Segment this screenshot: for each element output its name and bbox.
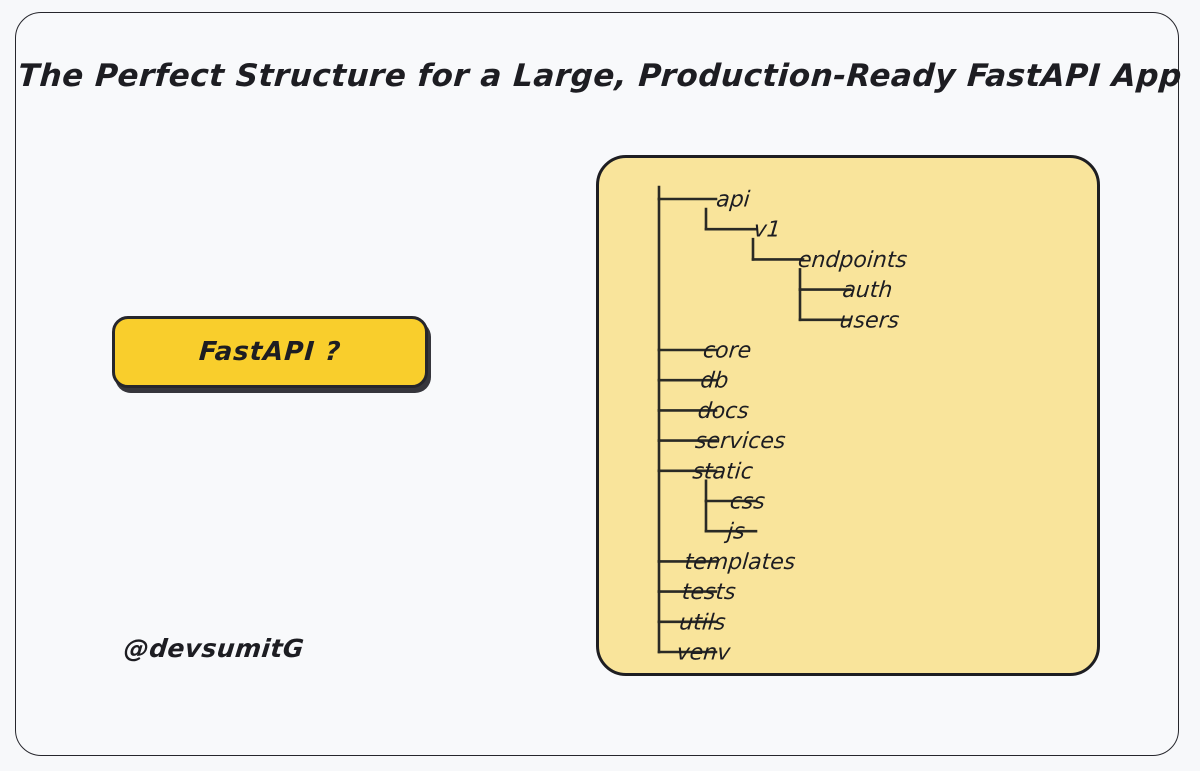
tree-node-label: endpoints [797,248,909,273]
tree-node-label: utils [678,610,727,635]
tree-node-label: css [729,490,767,515]
tree-node-label: services [694,429,787,454]
tree-node-label: v1 [753,218,782,243]
tree-node-label: docs [697,399,751,424]
tree-node-label: users [839,308,901,333]
tree-node-label: db [699,369,729,394]
fastapi-question-button[interactable]: FastAPI ? [112,316,428,388]
author-handle: @devsumitG [122,634,306,663]
tree-node-label: js [723,520,746,545]
tree-node-label: api [715,188,752,213]
tree-node-label: auth [841,278,893,303]
tree-node-label: core [702,339,752,364]
tree-node-label: templates [684,550,797,575]
page-title: The Perfect Structure for a Large, Produ… [16,58,1184,94]
tree-node-label: static [691,459,754,484]
fastapi-button-label: FastAPI ? [197,337,343,367]
tree-node-label: tests [681,580,737,605]
tree-node-label: venv [676,641,733,666]
